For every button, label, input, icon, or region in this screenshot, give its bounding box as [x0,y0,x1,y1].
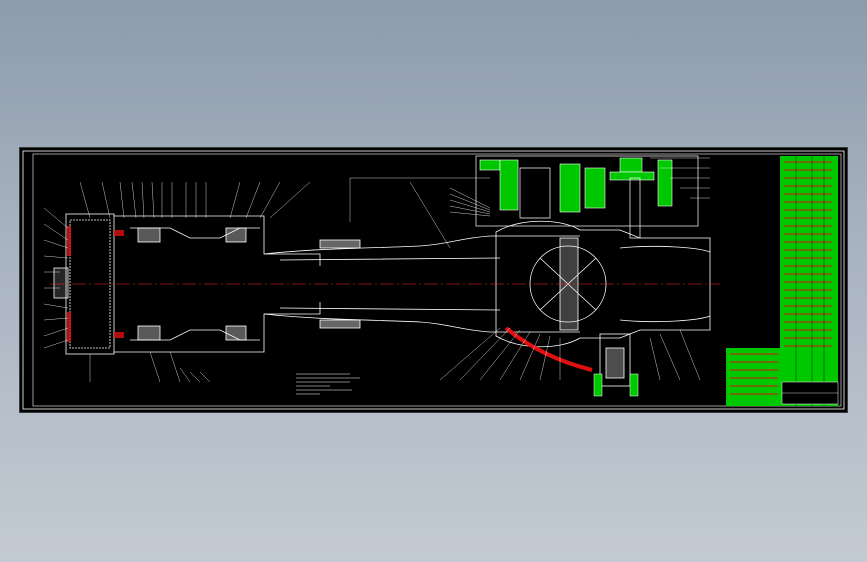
assembly-drawing [22,150,845,410]
shaft-assembly [53,213,711,387]
bearing-2 [137,325,161,341]
technical-notes [296,373,360,395]
parts-table-icon [726,156,839,406]
oil-pipe [504,326,593,372]
upper-gearbox-outline [475,155,699,239]
drawing-sheet[interactable] [20,148,847,412]
upper-gearbox [479,157,673,213]
red-hatch [67,226,124,342]
shaft-tube-bottom [263,313,580,333]
outer-frame [22,150,845,410]
left-hub [53,267,69,299]
bearing-1 [137,227,161,243]
right-housing [495,220,711,348]
lower-pinion-green [593,373,639,397]
leader-lines [43,157,710,383]
bearing-3 [225,227,247,243]
bearing-4 [225,325,247,341]
shaft-tube-top [263,235,580,255]
pinion-housing [599,333,631,387]
inner-frame [32,153,842,407]
